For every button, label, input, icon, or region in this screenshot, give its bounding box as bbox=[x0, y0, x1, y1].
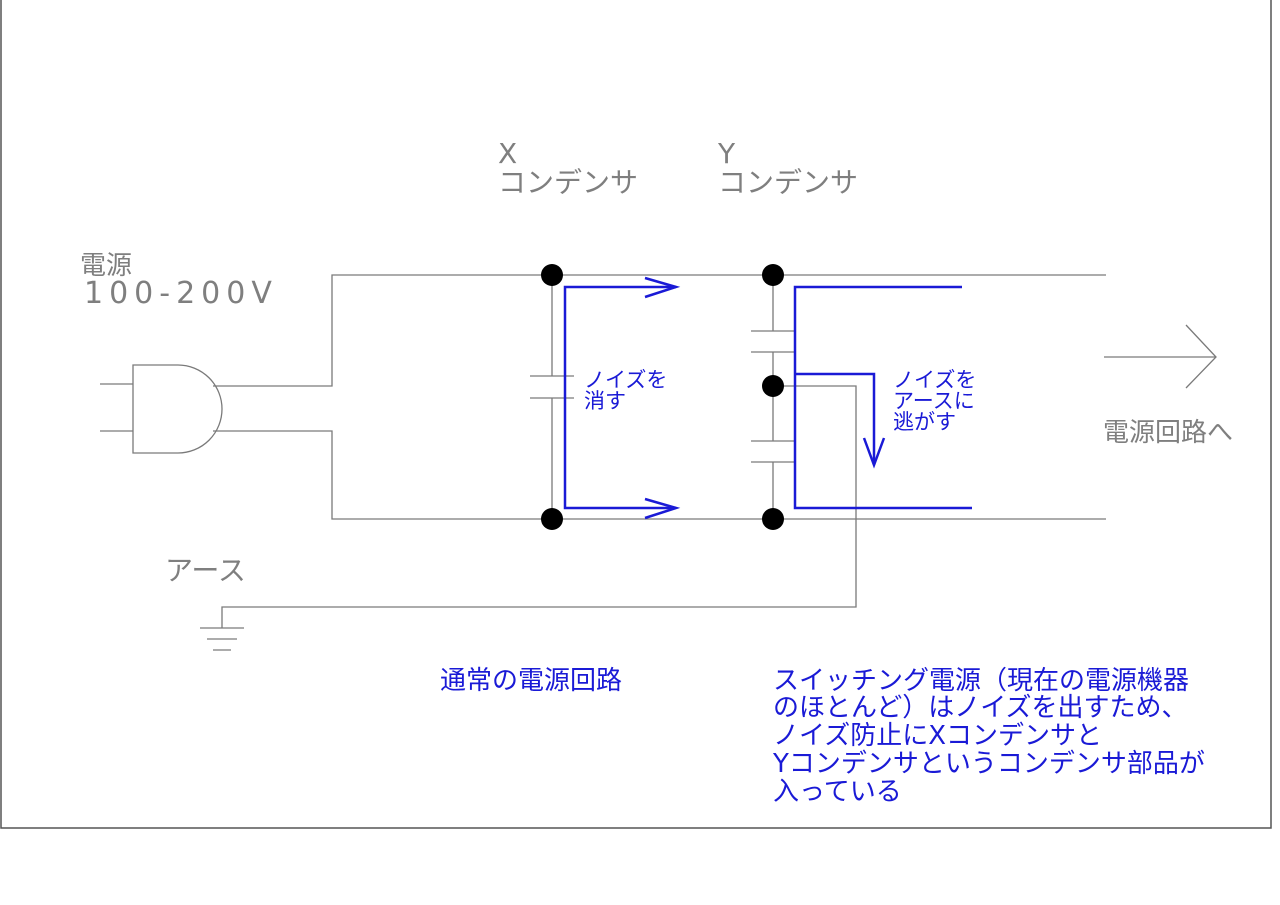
x-noise-path bbox=[563, 285, 676, 510]
frame-border bbox=[0, 0, 1272, 829]
node-y-top bbox=[762, 264, 784, 286]
plug-icon bbox=[132, 364, 223, 454]
node-y-mid bbox=[762, 375, 784, 397]
x-noise-arrowhead-top bbox=[644, 276, 681, 299]
description-line-5: 入っている bbox=[773, 777, 902, 807]
y-cap-label-line2: コンデンサ bbox=[718, 166, 858, 199]
y-noise-note-line3: 逃がす bbox=[893, 410, 956, 434]
y-noise-note-line2: アースに bbox=[893, 389, 975, 413]
x-cap-label-line1: X bbox=[498, 137, 517, 170]
gray-labels: X コンデンサ Y コンデンサ 電源 100-200V アース 電源回路へ bbox=[80, 137, 1233, 587]
output-arrow-icon bbox=[1104, 324, 1217, 389]
circuit-wiring bbox=[100, 274, 1217, 651]
y-noise-arrowhead-down bbox=[862, 437, 886, 469]
x-cap-label-line2: コンデンサ bbox=[498, 166, 638, 199]
node-x-bottom bbox=[541, 508, 563, 530]
node-y-bottom bbox=[762, 508, 784, 530]
description-line-2: のほとんど）はノイズを出すため、 bbox=[773, 693, 1187, 723]
y-noise-path bbox=[793, 285, 972, 510]
power-label-line1: 電源 bbox=[80, 251, 132, 281]
description-line-3: ノイズ防止にXコンデンサと bbox=[773, 721, 1102, 751]
noise-paths bbox=[563, 276, 972, 520]
node-x-top bbox=[541, 264, 563, 286]
y-noise-note-line1: ノイズを bbox=[893, 368, 976, 392]
cord-bottom bbox=[213, 430, 1106, 520]
description-line-4: Yコンデンサというコンデンサ部品が bbox=[772, 749, 1205, 779]
earth-label: アース bbox=[165, 554, 246, 587]
cord-top bbox=[213, 274, 1106, 387]
junction-nodes bbox=[541, 264, 784, 530]
x-noise-note-line1: ノイズを bbox=[584, 368, 667, 392]
y-cap-label-line1: Y bbox=[717, 137, 736, 170]
x-noise-arrowhead-bottom bbox=[644, 497, 681, 520]
normal-circuit-label: 通常の電源回路 bbox=[440, 666, 622, 696]
power-label-line2: 100-200V bbox=[84, 276, 278, 311]
earth-wire bbox=[221, 385, 857, 628]
description-line-1: スイッチング電源（現在の電源機器 bbox=[773, 666, 1189, 696]
blue-labels: ノイズを 消す ノイズを アースに 逃がす 通常の電源回路 スイッチング電源（現… bbox=[440, 368, 1205, 807]
ground-icon bbox=[200, 627, 244, 651]
y-noise-branch bbox=[795, 372, 876, 465]
to-circuit-label: 電源回路へ bbox=[1103, 418, 1233, 448]
x-noise-note-line2: 消す bbox=[584, 389, 626, 413]
